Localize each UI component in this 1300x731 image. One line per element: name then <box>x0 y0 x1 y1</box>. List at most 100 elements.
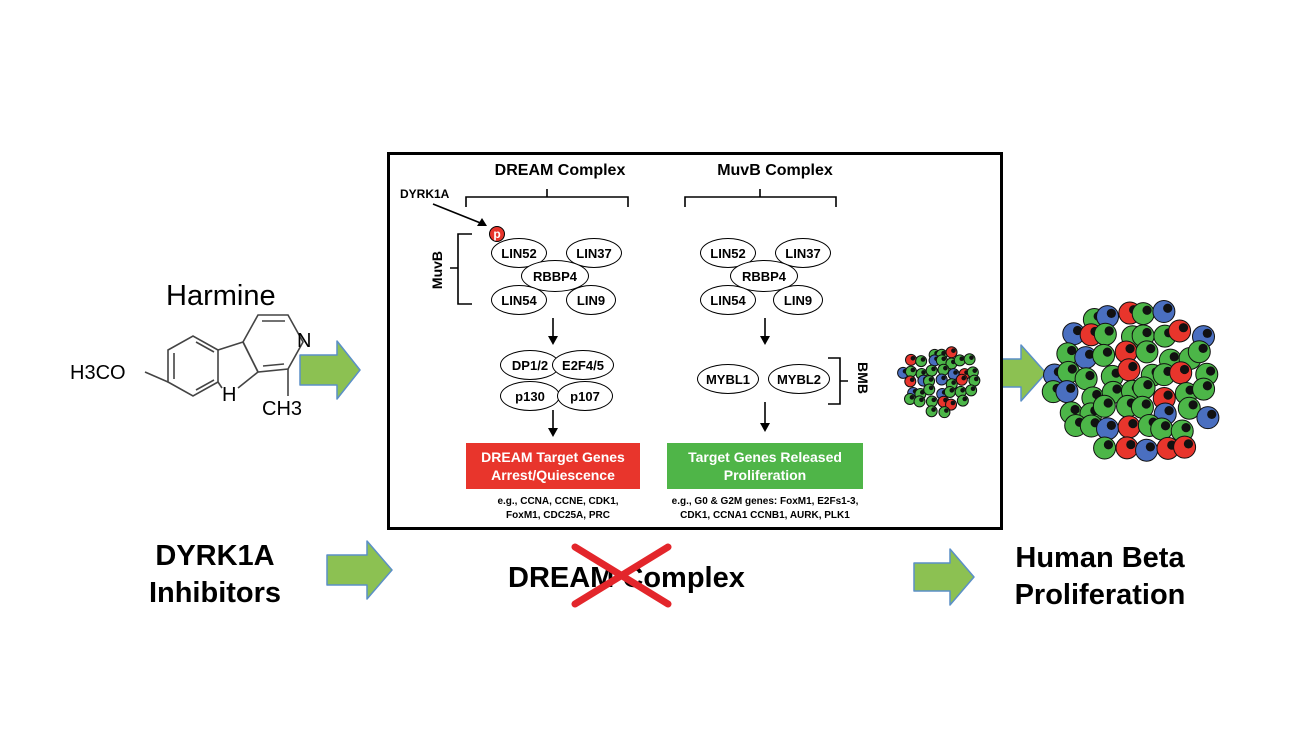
e2f45-protein: E2F4/5 <box>552 350 614 380</box>
cell-nucleus <box>919 390 925 395</box>
released-targets-line2: Proliferation <box>723 467 807 483</box>
cell-nucleus <box>1183 439 1194 449</box>
beta-cell <box>1169 361 1193 385</box>
nh-label: H <box>222 384 237 406</box>
beta-cell <box>1117 415 1141 439</box>
dream-target-genes-box: DREAM Target Genes Arrest/Quiescence <box>466 443 640 489</box>
beta-cell <box>1173 435 1197 459</box>
cell-nucleus <box>1067 345 1077 356</box>
cell-nucleus <box>1085 370 1095 381</box>
cell-nucleus <box>1188 400 1198 410</box>
cell-nucleus <box>962 396 968 402</box>
cell-nucleus <box>931 397 937 403</box>
beta-cell <box>1152 300 1176 324</box>
cell-nucleus <box>1142 305 1152 315</box>
cell-nucleus <box>1067 364 1077 374</box>
cell-nucleus <box>1145 442 1156 452</box>
cell-nucleus <box>1106 308 1116 318</box>
cell-nucleus <box>1164 406 1174 416</box>
cell-nucleus <box>1143 379 1153 390</box>
cell-nucleus <box>950 400 956 406</box>
cell-nucleus <box>972 368 978 373</box>
muvb-side-brace <box>450 233 472 305</box>
cell-nucleus <box>944 408 949 413</box>
lin9-right: LIN9 <box>773 285 823 315</box>
cell-nucleus <box>961 375 967 381</box>
cell-nucleus <box>941 356 947 362</box>
cell-nucleus <box>909 395 915 400</box>
arrow-to-beta-proliferation <box>913 548 975 606</box>
cell-nucleus <box>1066 383 1076 393</box>
cell-nucleus <box>910 355 916 361</box>
cell-nucleus <box>931 407 936 412</box>
dream-targets-line2: Arrest/Quiescence <box>491 467 615 483</box>
cell-nucleus <box>959 356 965 362</box>
cell-nucleus <box>1207 409 1217 419</box>
beta-cell <box>935 373 948 386</box>
muvb-header-brace <box>684 189 837 207</box>
beta-cell <box>943 385 956 398</box>
inhibitors-line1: DYRK1A <box>155 540 275 572</box>
beta-cell <box>1135 438 1159 462</box>
cell-nucleus <box>943 365 948 371</box>
beta-cell <box>1055 380 1079 404</box>
released-targets-line1: Target Genes Released <box>688 449 842 465</box>
methoxy-label: H3CO <box>70 362 126 384</box>
released-examples-line1: e.g., G0 & G2M genes: FoxM1, E2Fs1-3, <box>671 496 859 507</box>
cell-nucleus <box>1106 420 1116 431</box>
cell-nucleus <box>1103 398 1113 408</box>
lin37-right: LIN37 <box>775 238 831 268</box>
muvb-complex-header: MuvB Complex <box>717 162 833 179</box>
beta-cell <box>923 383 936 396</box>
outcome-line2: Proliferation <box>1014 579 1186 611</box>
cell-nucleus <box>1102 347 1113 357</box>
outcome-line1: Human Beta <box>1015 542 1185 574</box>
cell-nucleus <box>1179 364 1190 375</box>
cell-nucleus <box>928 385 934 391</box>
cell-nucleus <box>1103 440 1114 450</box>
arrow-harmine-to-panel <box>299 340 361 400</box>
dream-complex-header: DREAM Complex <box>494 162 626 179</box>
cell-nucleus <box>1126 439 1136 450</box>
dream-examples-line1: e.g., CCNA, CCNE, CDK1, <box>497 496 619 507</box>
cell-nucleus <box>1169 352 1179 362</box>
beta-cell <box>925 364 938 377</box>
cell-nucleus <box>951 380 956 385</box>
released-target-genes-box: Target Genes Released Proliferation <box>667 443 863 489</box>
small-islet-cluster <box>897 346 981 419</box>
cell-nucleus <box>1198 343 1208 354</box>
cell-nucleus <box>1070 404 1080 415</box>
arrow-inhibitors-to-dream <box>326 540 393 600</box>
cell-nucleus <box>1128 361 1138 372</box>
released-examples-line2: CDK1, CCNA1 CCNB1, AURK, PLK1 <box>680 510 850 521</box>
cell-nucleus <box>953 370 958 375</box>
beta-cell <box>1132 376 1156 400</box>
beta-cell <box>945 346 958 359</box>
beta-cell <box>1187 340 1211 364</box>
beta-cell <box>956 394 969 407</box>
beta-cell <box>937 363 950 376</box>
cell-nucleus <box>909 377 915 383</box>
cell-nucleus <box>1163 390 1173 400</box>
beta-proliferation-label: Human Beta Proliferation <box>990 540 1210 614</box>
beta-cell <box>915 355 928 368</box>
cell-nucleus <box>910 367 916 373</box>
cell-nucleus <box>1181 423 1191 433</box>
beta-cell <box>1196 406 1220 430</box>
cell-nucleus <box>1112 384 1122 394</box>
beta-cell <box>1192 377 1216 401</box>
beta-cell <box>938 406 951 419</box>
cell-nucleus <box>921 370 926 375</box>
beta-cell <box>1135 340 1159 364</box>
cell-nucleus <box>1142 327 1152 338</box>
beta-cell <box>1096 417 1120 441</box>
cell-nucleus <box>1141 399 1151 409</box>
beta-cell <box>1115 436 1139 460</box>
cell-nucleus <box>1202 381 1213 391</box>
beta-cell <box>904 353 917 366</box>
cell-nucleus <box>919 397 924 403</box>
